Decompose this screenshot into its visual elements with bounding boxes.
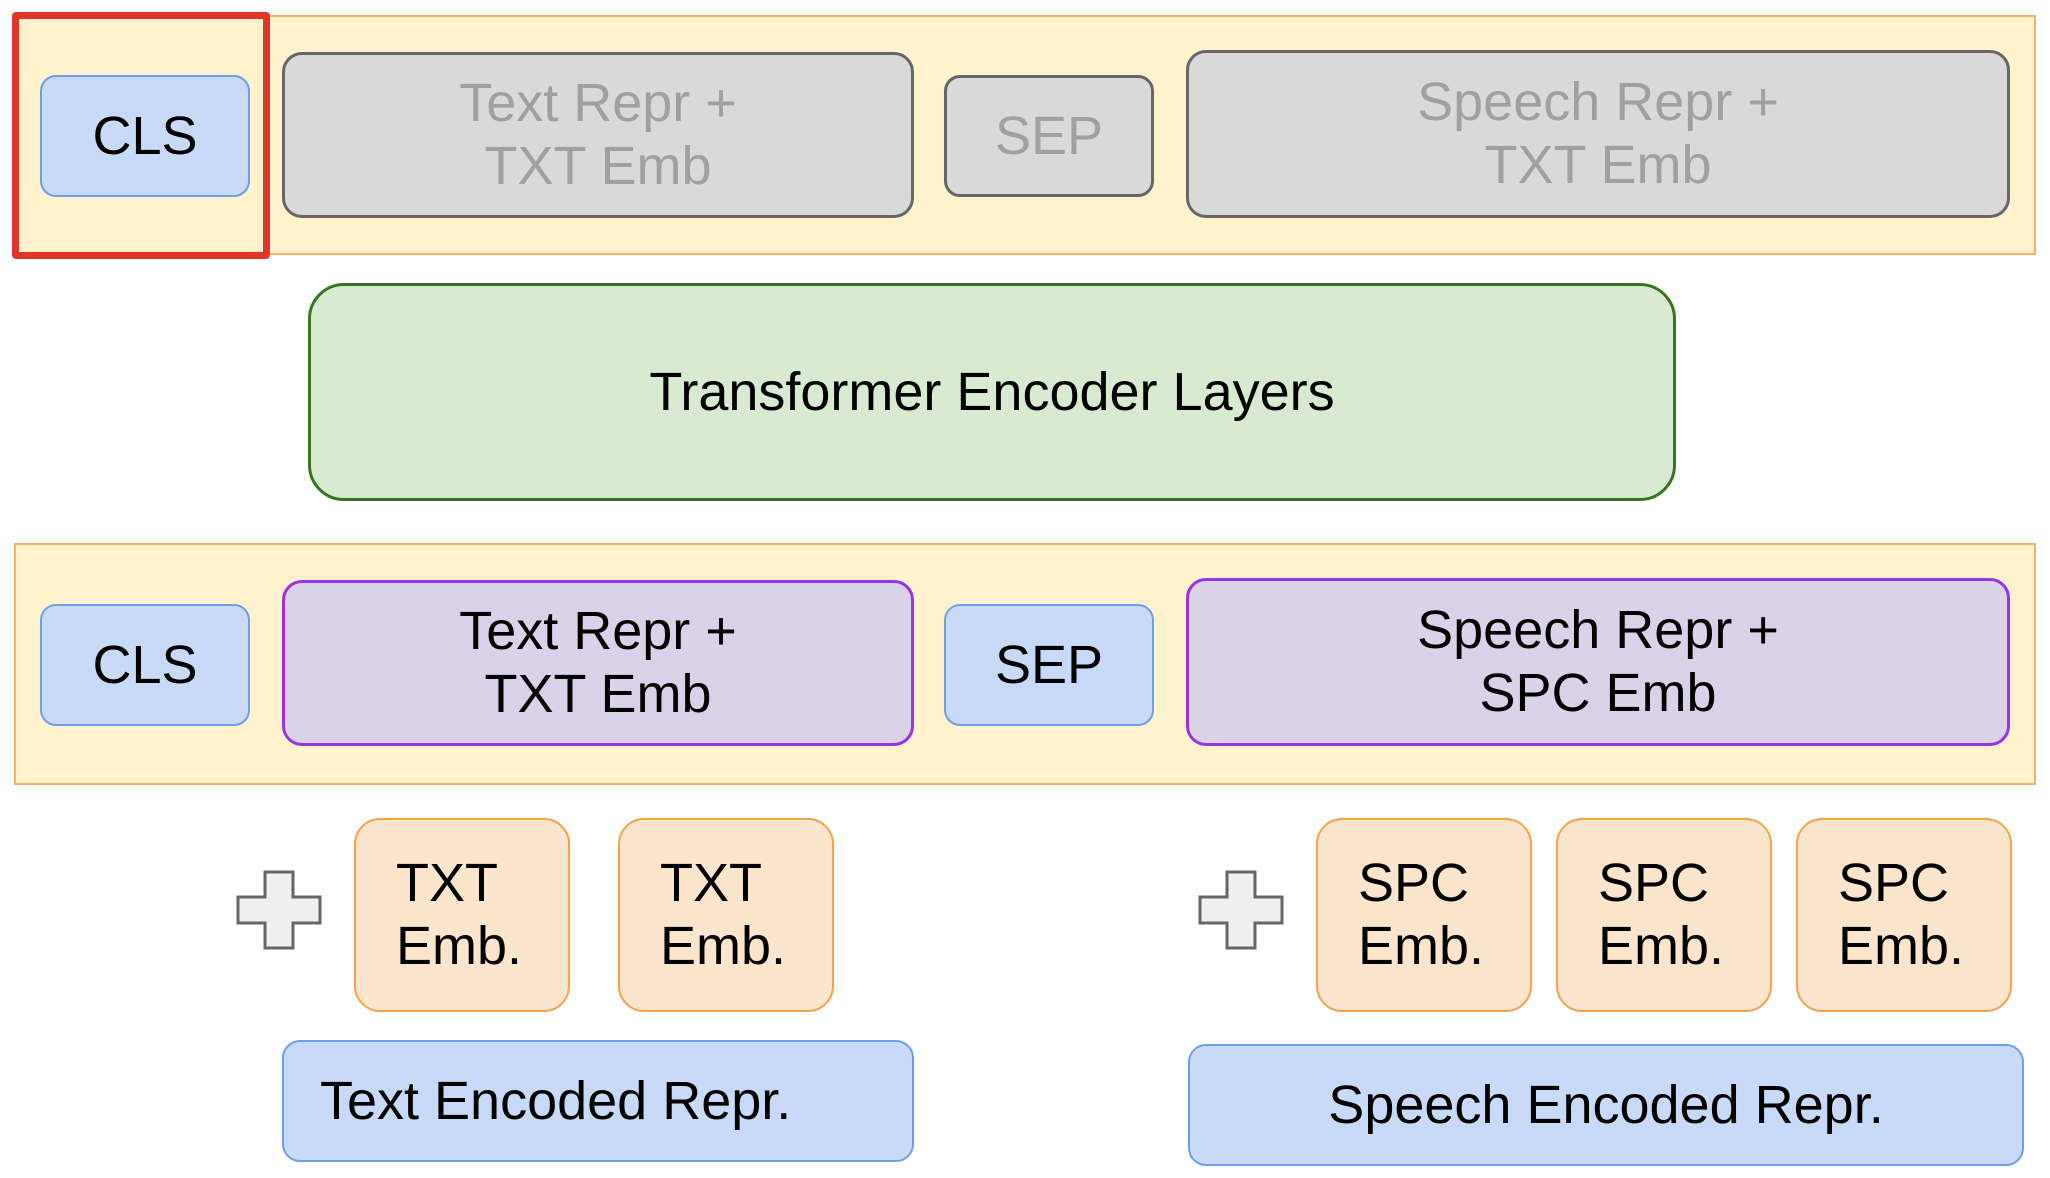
speech-embedding-box: SPC Emb. [1796, 818, 2012, 1012]
transformer-encoder-block: Transformer Encoder Layers [308, 283, 1676, 501]
speech-embedding-box: SPC Emb. [1316, 818, 1532, 1012]
speech-embedding-line2: Emb. [1598, 916, 1725, 976]
text-embedding-line1: TXT [396, 853, 498, 914]
top-speech-repr-line1: Speech Repr + [1417, 72, 1779, 133]
text-encoded-repr-label: Text Encoded Repr. [320, 1070, 792, 1131]
text-embedding-line2: Emb. [660, 916, 787, 976]
top-text-repr-block: Text Repr + TXT Emb [282, 52, 914, 218]
speech-encoded-repr-label: Speech Encoded Repr. [1328, 1074, 1884, 1135]
cls-highlight-frame [12, 12, 270, 259]
bottom-cls-label: CLS [92, 634, 198, 695]
text-embedding-box: TXT Emb. [618, 818, 834, 1012]
plus-icon [236, 870, 322, 950]
bottom-speech-repr-line1: Speech Repr + [1417, 600, 1779, 661]
speech-embedding-line1: SPC [1598, 853, 1710, 914]
bottom-sep-token: SEP [944, 604, 1154, 726]
top-speech-repr-block: Speech Repr + TXT Emb [1186, 50, 2010, 218]
top-cls-token: CLS [40, 75, 250, 197]
bottom-text-repr-line1: Text Repr + [459, 601, 737, 662]
text-encoded-repr-box: Text Encoded Repr. [282, 1040, 914, 1162]
text-embedding-line2: Emb. [396, 916, 523, 976]
top-text-repr-line2: TXT Emb [484, 136, 712, 196]
bottom-speech-repr-block: Speech Repr + SPC Emb [1186, 578, 2010, 746]
top-cls-label: CLS [92, 105, 198, 166]
bottom-cls-token: CLS [40, 604, 250, 726]
bottom-sep-label: SEP [994, 634, 1104, 695]
speech-embedding-line2: Emb. [1838, 916, 1965, 976]
text-embedding-line1: TXT [660, 853, 762, 914]
top-sep-token: SEP [944, 75, 1154, 197]
speech-embedding-line1: SPC [1838, 853, 1950, 914]
plus-icon [1198, 870, 1284, 950]
bottom-text-repr-block: Text Repr + TXT Emb [282, 580, 914, 746]
bottom-speech-repr-line2: SPC Emb [1479, 663, 1717, 723]
transformer-encoder-label: Transformer Encoder Layers [649, 361, 1335, 422]
speech-embedding-line1: SPC [1358, 853, 1470, 914]
top-sep-label: SEP [994, 105, 1104, 166]
top-text-repr-line1: Text Repr + [459, 73, 737, 134]
speech-embedding-box: SPC Emb. [1556, 818, 1772, 1012]
top-speech-repr-line2: TXT Emb [1484, 135, 1712, 195]
bottom-text-repr-line2: TXT Emb [484, 664, 712, 724]
text-embedding-box: TXT Emb. [354, 818, 570, 1012]
speech-encoded-repr-box: Speech Encoded Repr. [1188, 1044, 2024, 1166]
speech-embedding-line2: Emb. [1358, 916, 1485, 976]
